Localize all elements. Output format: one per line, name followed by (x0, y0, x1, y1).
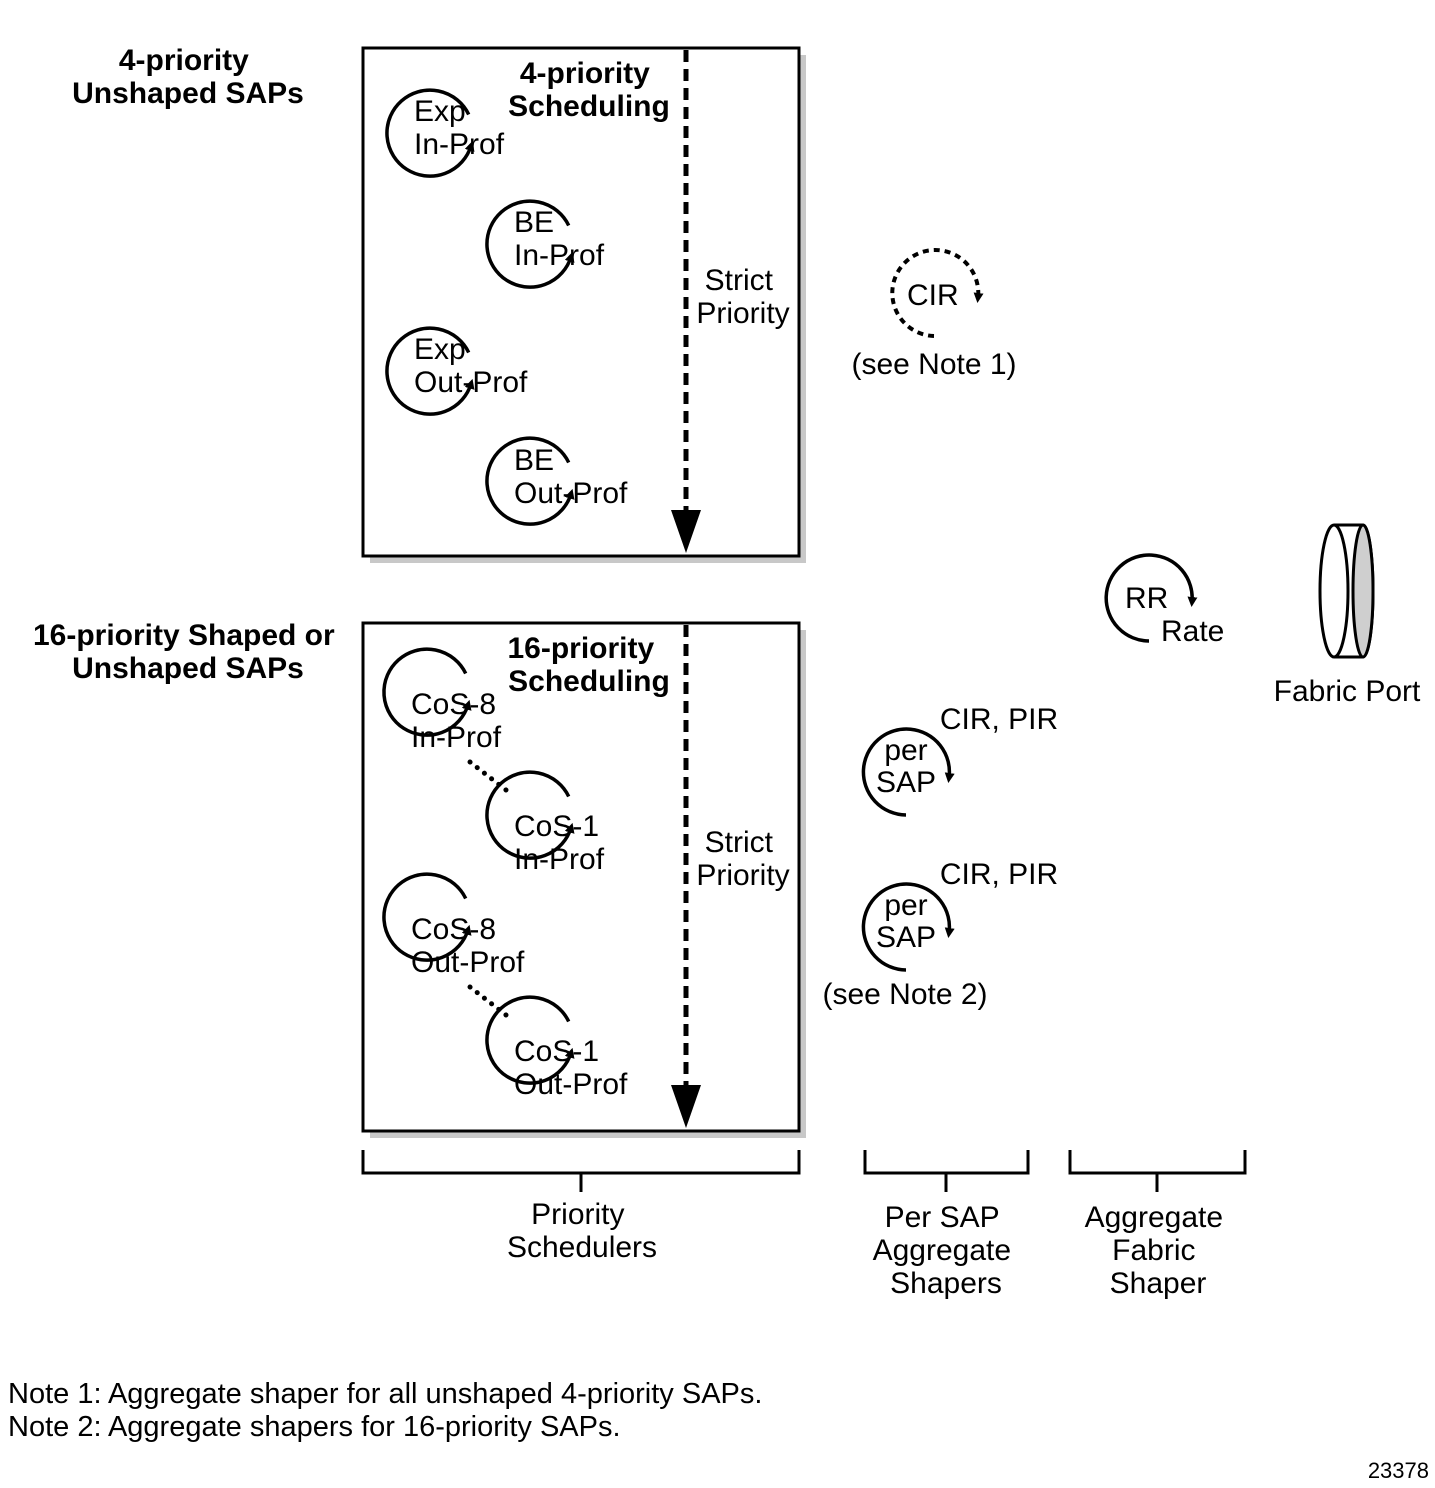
fabric-rr-label: RR (1125, 582, 1168, 615)
per-sap-shaper-1-rate: CIR, PIR (940, 703, 1058, 736)
strict-priority-label-bottom: Strict Priority (696, 826, 789, 892)
fabric-port-label: Fabric Port (1274, 675, 1421, 708)
strict-priority-arrowhead-bottom (671, 1085, 701, 1128)
note-1: Note 1: Aggregate shaper for all unshape… (8, 1378, 762, 1410)
cir-shaper-label: CIR (907, 279, 959, 312)
bracket-label-fabric-shaper: Aggregate Fabric Shaper (1085, 1201, 1232, 1300)
per-sap-shaper-note: (see Note 2) (822, 978, 987, 1011)
fabric-rate-label: Rate (1161, 615, 1224, 648)
strict-priority-arrowhead-top (671, 510, 701, 553)
fabric-port-icon (1318, 523, 1375, 659)
bracket-per-sap-shapers (863, 1150, 1030, 1192)
bracket-label-priority-schedulers: Priority Schedulers (507, 1198, 657, 1264)
figure-id: 23378 (1368, 1458, 1429, 1483)
svg-text:CoS-1In-Prof: CoS-1In-Prof (514, 810, 605, 876)
cir-shaper-note: (see Note 1) (851, 348, 1016, 381)
bracket-priority-schedulers (361, 1150, 801, 1192)
group-label-16-priority: 16-priority Shaped or Unshaped SAPs (33, 619, 343, 685)
box-title-16-priority: 16-priority Scheduling (507, 632, 669, 698)
per-sap-shaper-2-rate: CIR, PIR (940, 858, 1058, 891)
svg-text:CoS-8In-Prof: CoS-8In-Prof (411, 688, 502, 754)
group-label-4-priority: 4-priority Unshaped SAPs (72, 44, 304, 110)
fabric-rr-shaper: RR Rate (1104, 553, 1224, 648)
bracket-label-per-sap-shapers: Per SAP Aggregate Shapers (873, 1201, 1020, 1300)
box-4-priority-scheduling (361, 46, 806, 563)
box-16-priority-scheduling (361, 621, 806, 1138)
cir-aggregate-shaper: CIR (890, 248, 984, 338)
box-title-4-priority: 4-priority Scheduling (508, 57, 670, 123)
note-2: Note 2: Aggregate shapers for 16-priorit… (8, 1411, 621, 1443)
strict-priority-label-top: Strict Priority (696, 264, 789, 330)
bracket-fabric-shaper (1068, 1150, 1247, 1192)
